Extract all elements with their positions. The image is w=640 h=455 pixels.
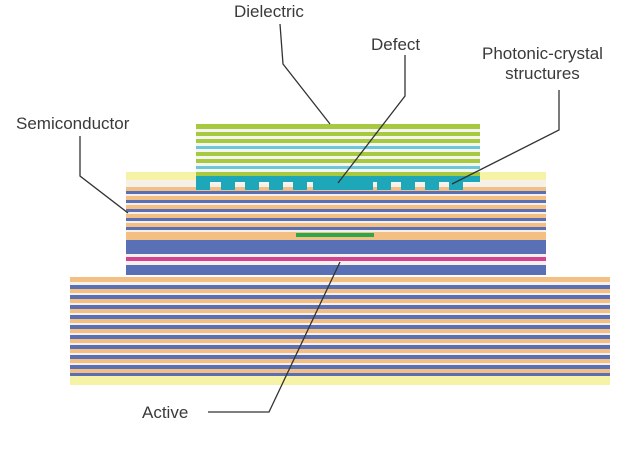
photonic-crystal-post [425,182,439,190]
semiconductor-layer [70,335,610,339]
semiconductor-layer [70,277,610,282]
dielectric-layer [196,136,480,139]
leader-lines [79,23,560,413]
semiconductor-layer [126,240,546,254]
dielectric-mirror-stack [196,124,480,184]
semiconductor-layer [70,303,610,305]
defect-region [313,182,373,190]
photonic-crystal-slab [196,176,480,182]
spacer-layer [126,261,546,265]
dielectric-layer [196,172,480,176]
semiconductor-layer [126,230,546,232]
semiconductor-layer [70,319,610,323]
semiconductor-layer [70,363,610,365]
semiconductor-layer [70,355,610,359]
active-layer [126,257,546,261]
semiconductor-layer [70,282,610,285]
semiconductor-layer [126,203,546,205]
photonic-crystal-label-line2: structures [505,64,580,83]
dielectric-layer [196,129,480,132]
semiconductor-layer [70,353,610,355]
defect-label: Defect [371,35,421,54]
semiconductor-layer [70,313,610,315]
dielectric-layer [196,152,480,156]
semiconductor-layer [126,196,546,200]
defect-leader-line [337,55,406,184]
photonic-crystal-post [293,182,307,190]
spacer-layer [126,254,546,257]
semiconductor-layer [70,369,610,373]
dielectric-layer [196,169,480,172]
semiconductor-layer [70,299,610,303]
semiconductor-layer [70,323,610,325]
dielectric-layer [196,139,480,143]
lower-semiconductor-stack [70,277,610,385]
dielectric-label: Dielectric [234,2,304,21]
dielectric-layer [196,124,480,129]
photonic-crystal-post [196,182,210,190]
semiconductor-layer [126,236,546,240]
active-leader-line [208,261,341,413]
semiconductor-layer [70,345,610,349]
semiconductor-layer [70,315,610,319]
semiconductor-layer [70,343,610,345]
semiconductor-layer [70,305,610,309]
layer-markers [296,233,374,237]
bottom-contact-layer [70,376,610,385]
dielectric-layer [196,159,480,163]
photonic-crystal-post [269,182,283,190]
dielectric-layer [196,156,480,159]
dielectric-layer [196,149,480,152]
photonic-crystal-post [377,182,391,190]
semiconductor-layer [126,194,546,196]
dielectric-layer [196,166,480,169]
semiconductor-layer [126,218,546,221]
semiconductor-layer [70,349,610,353]
semiconductor-label: Semiconductor [16,114,130,133]
semiconductor-layer [126,205,546,209]
photonic-crystal-post [401,182,415,190]
semiconductor-layer [70,333,610,335]
semiconductor-layer [70,309,610,313]
semiconductor-layer [126,191,546,194]
semiconductor-layer [70,339,610,343]
photonic-crystal-leader-line [451,90,560,185]
dielectric-layer [196,132,480,136]
semiconductor-layer [126,209,546,212]
semiconductor-layer [126,200,546,203]
photonic-crystal-post [245,182,259,190]
substrate-layer [70,373,610,376]
semiconductor-layer [70,359,610,363]
semiconductor-layer [70,285,610,289]
dielectric-leader-line [279,23,331,125]
semiconductor-layer [70,289,610,293]
semiconductor-layer [126,223,546,227]
semiconductor-layer [70,325,610,329]
photonic-crystal-post [221,182,235,190]
photonic-crystal-layer [196,176,480,190]
semiconductor-layer [70,295,610,299]
photonic-crystal-label-line1: Photonic-crystal [482,44,603,63]
semiconductor-layer [126,214,546,218]
semiconductor-layer [70,365,610,369]
photonic-crystal-label: Photonic-crystal structures [482,44,603,84]
semiconductor-layer [126,227,546,230]
defect-marker [296,233,374,237]
semiconductor-layer [70,293,610,295]
semiconductor-layer [70,329,610,333]
dielectric-layer [196,146,480,149]
dielectric-layer [196,143,480,146]
photonic-crystal-post [449,182,463,190]
active-label: Active [142,403,189,422]
semiconductor-leader-line [79,136,129,214]
semiconductor-layer [126,221,546,223]
semiconductor-layer [126,212,546,214]
dielectric-layer [196,163,480,166]
